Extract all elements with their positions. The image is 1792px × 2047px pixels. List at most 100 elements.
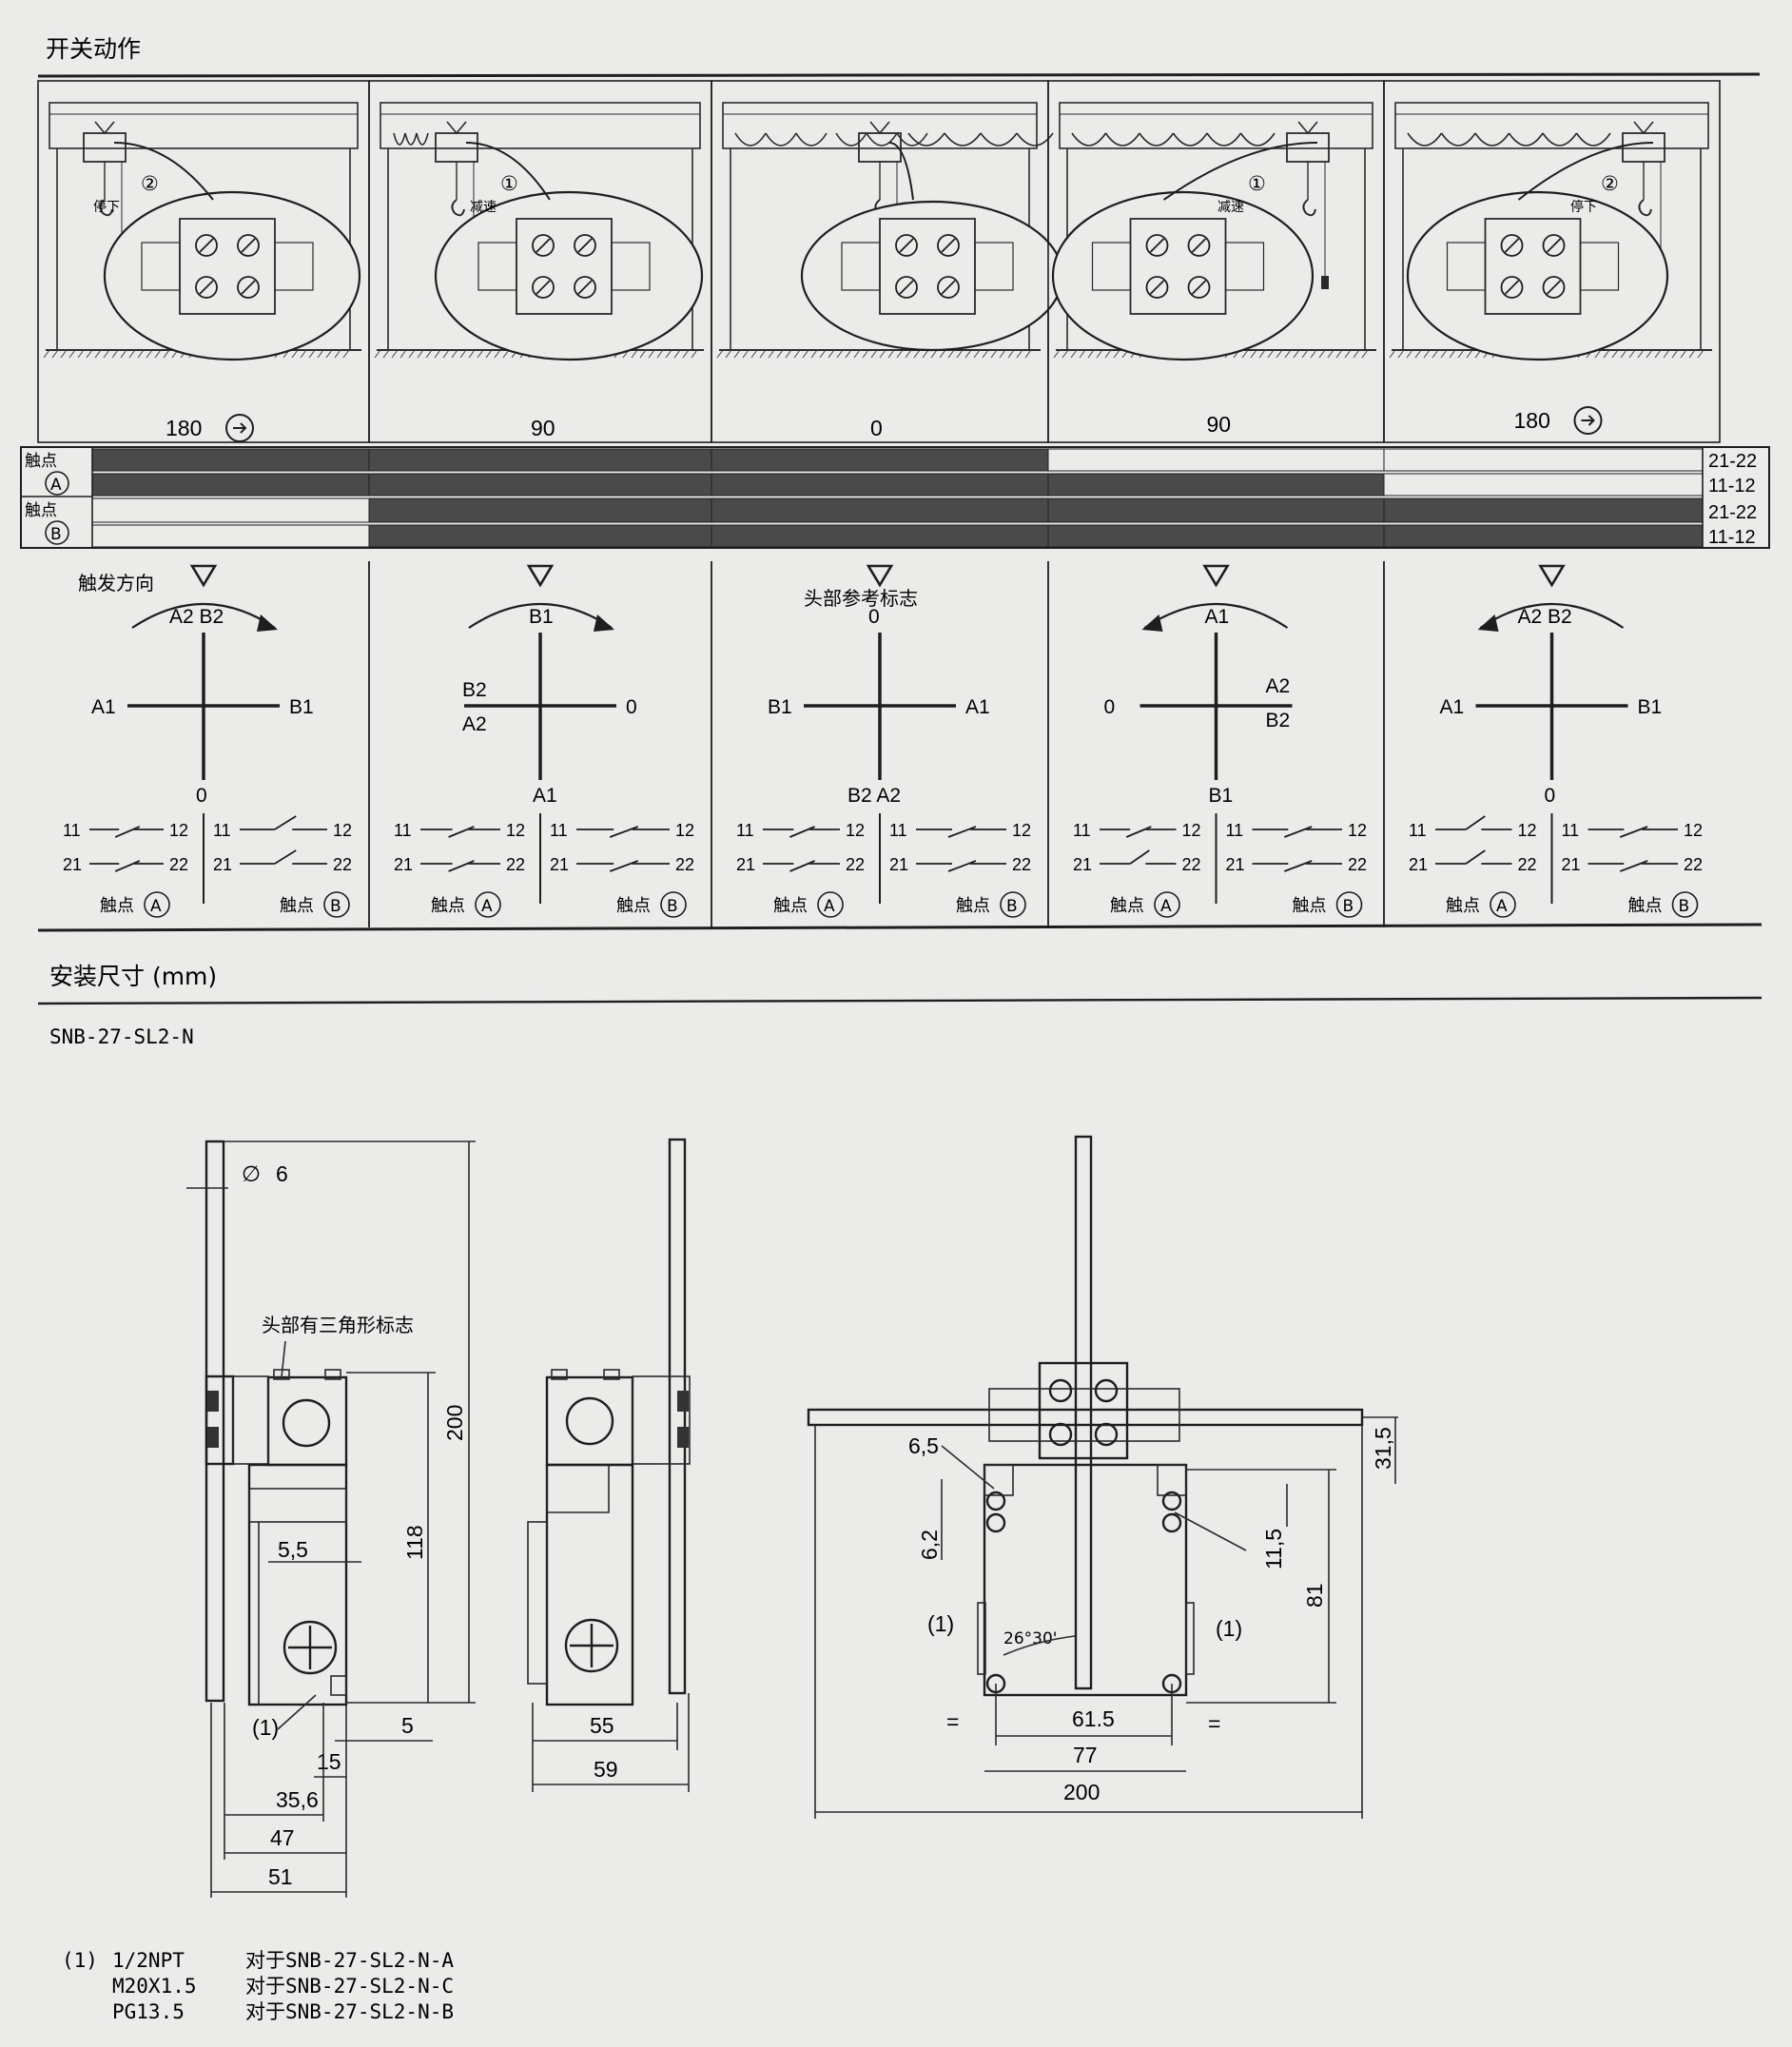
floor-hatch: [648, 349, 655, 359]
state-cell: [1383, 524, 1704, 548]
floor-hatch: [802, 349, 809, 359]
dim-61-5: 61.5: [1072, 1706, 1115, 1731]
action-panel-3: 0: [711, 80, 1064, 443]
pos-right-label: A1: [965, 696, 990, 718]
switch-body-bg: [611, 242, 651, 291]
dim-51: 51: [268, 1864, 293, 1889]
floor-hatch: [1688, 349, 1696, 359]
hoist-trolley: [83, 132, 127, 163]
schematic-circle: [817, 891, 844, 918]
head-bolt-icon: [195, 276, 218, 299]
lever-icon: [446, 121, 467, 135]
head-mark-note: 头部有三角形标志: [262, 1314, 414, 1336]
clamp-block: [205, 1374, 235, 1466]
floor-hatch: [1637, 349, 1645, 359]
lever-rod: [205, 1140, 225, 1703]
terminal-right: 12: [1348, 821, 1367, 840]
rear-vertical-rod: [1074, 1135, 1093, 1690]
floor-hatch: [1432, 349, 1439, 359]
floor-hatch: [1241, 349, 1249, 359]
pos-top-label: 0: [868, 606, 880, 628]
pos-bottom-label: B2 A2: [847, 785, 901, 807]
angle-arrow-icon: [225, 414, 254, 442]
terminal-right: 12: [333, 821, 352, 840]
bolt-slot: [941, 280, 956, 295]
terminal-right: 12: [1684, 821, 1703, 840]
callout-number: ①: [1248, 173, 1266, 195]
terminal-right: 22: [1012, 855, 1031, 874]
front-head: [545, 1375, 634, 1467]
bolt-slot: [1149, 238, 1165, 253]
floor-hatch: [1096, 349, 1103, 359]
festoon-loop: [980, 132, 1018, 146]
bolt-slot: [1504, 238, 1520, 253]
front-cover-screw: [564, 1618, 619, 1673]
head-bolt-icon: [1500, 276, 1524, 299]
hook-icon: [451, 199, 465, 217]
floor-hatch: [1353, 349, 1360, 359]
dim-6-5: 6,5: [908, 1433, 939, 1458]
schematic-letter: B: [1679, 897, 1690, 916]
floor-hatch: [1053, 349, 1061, 359]
floor-hatch: [1079, 349, 1086, 359]
festoon-loop: [944, 132, 982, 146]
switch-body-bg: [1579, 242, 1620, 291]
group-label: 触点: [25, 452, 57, 471]
front-body: [545, 1463, 634, 1706]
bolt-slot: [899, 280, 914, 295]
panel-frame: [1383, 80, 1721, 443]
diagram-note: 头部参考标志: [804, 587, 918, 610]
floor-hatch: [459, 349, 467, 359]
conduit-port: [330, 1675, 347, 1696]
terminal-left: 11: [889, 821, 907, 840]
floor-hatch: [656, 349, 664, 359]
clamp-screw-bottom: [207, 1427, 219, 1448]
floor-hatch: [1663, 349, 1670, 359]
footnote-pre-2: 对于: [245, 1975, 285, 1998]
schematic-label: 触点: [100, 896, 134, 916]
marker-1-right: (1): [1216, 1616, 1242, 1641]
switch-body-bg: [1224, 242, 1265, 291]
dim-35-6: 35,6: [276, 1787, 319, 1812]
hoist-trolley: [1622, 132, 1665, 163]
dim-200b: 200: [1063, 1780, 1100, 1804]
head-bolt-icon: [937, 276, 960, 299]
bolt-slot: [241, 280, 256, 295]
rotation-arc: [1479, 602, 1625, 629]
footnote-model-3: SNB-27-SL2-N-B: [285, 2000, 454, 2023]
terminal-right: 12: [1518, 821, 1537, 840]
dim-6-5-leader: [941, 1445, 995, 1490]
floor-hatch: [1087, 349, 1095, 359]
festoon-loop: [835, 132, 867, 146]
floor-hatch: [793, 349, 801, 359]
floor-hatch: [964, 349, 972, 359]
rear-port-right: [1185, 1602, 1195, 1675]
terminal-right: 12: [169, 821, 188, 840]
festoon-loop: [1239, 132, 1276, 146]
floor-hatch: [317, 349, 324, 359]
bolt-slot: [1504, 280, 1520, 295]
rear-head: [1038, 1361, 1129, 1460]
bolt-slot: [577, 238, 593, 253]
floor-hatch: [1389, 349, 1396, 359]
thread-footnotes: (1) 1/2NPT 对于 SNB-27-SL2-N-A M20X1.5 对于 …: [62, 1949, 454, 2023]
front-view-drawing: 55 59: [527, 1138, 691, 1792]
terminal-right: 22: [506, 855, 525, 874]
floor-hatch: [291, 349, 299, 359]
floor-hatch: [1628, 349, 1636, 359]
floor-hatch: [300, 349, 307, 359]
festoon-loop: [1071, 132, 1107, 146]
schematic-label: 触点: [1628, 896, 1663, 916]
floor-hatch: [776, 349, 784, 359]
angle-label: 0: [870, 416, 883, 440]
contact-closed: [1125, 826, 1152, 838]
rear-bolt-4: [1094, 1422, 1119, 1447]
pos-top-label: A1: [1205, 606, 1230, 628]
state-cell: [711, 497, 1049, 523]
dim-11-5: 11,5: [1261, 1529, 1286, 1569]
contact-closed: [947, 860, 977, 872]
floor-hatch: [896, 349, 904, 359]
terminal-right: 22: [1182, 855, 1201, 874]
head-tab-right: [324, 1369, 341, 1380]
